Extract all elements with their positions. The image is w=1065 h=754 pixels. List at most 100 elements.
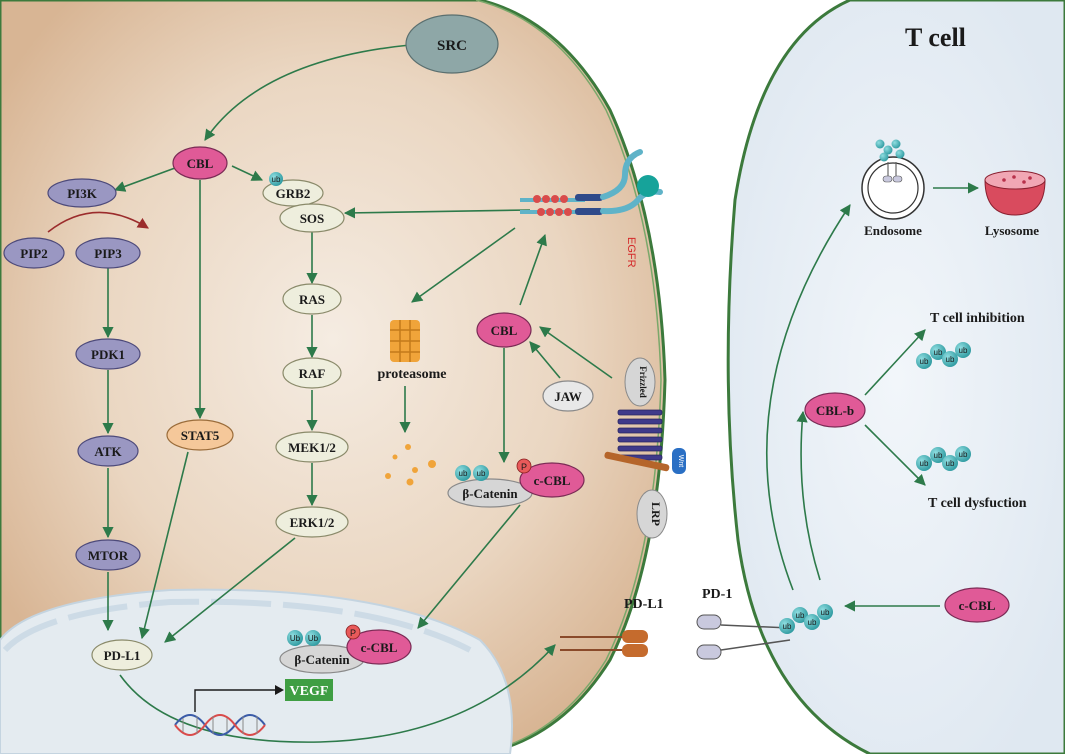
ub-dys-3: ub — [946, 459, 955, 468]
t-cell-title: T cell — [905, 23, 966, 52]
sos-node: SOS — [279, 203, 345, 233]
c-cbl-cyto-node: c-CBL — [519, 462, 585, 498]
t-cell-inhibition-label: T cell inhibition — [930, 311, 1025, 326]
arrow-src-cbl — [204, 44, 411, 141]
ub-nucleus-2: Ub — [305, 630, 321, 646]
ub-cyto-1-label: ub — [459, 469, 468, 478]
ub-pd1-2: ub — [796, 611, 805, 620]
phospho-cyto: P — [516, 458, 532, 474]
arrow-stat5-pdl1 — [138, 451, 189, 640]
arrow-cbl-pi3k — [113, 167, 176, 192]
pip2-node: PIP2 — [3, 237, 65, 269]
transcription-arrowhead — [275, 685, 284, 695]
mtor-node: MTOR — [75, 539, 141, 571]
sos-label: SOS — [300, 211, 325, 226]
egfr-receptor — [520, 149, 663, 216]
phospho-nucleus-label: P — [350, 628, 356, 638]
ub-inh-2: ub — [934, 348, 943, 357]
ras-label: RAS — [299, 292, 325, 307]
ub-cyto-2-label: ub — [477, 469, 486, 478]
lysosome-icon — [984, 170, 1046, 216]
arrow-cbl-grb2 — [231, 165, 264, 181]
pdk1-node: PDK1 — [75, 338, 141, 370]
ub-nucleus-1-label: Ub — [290, 634, 301, 643]
beta-catenin-cyto-node: β-Catenin — [447, 478, 533, 508]
erk-node: ERK1/2 — [275, 506, 349, 538]
ub-dys-2: ub — [934, 451, 943, 460]
egfr-label: EGFR — [625, 237, 637, 268]
ras-node: RAS — [282, 283, 342, 315]
beta-catenin-nucleus-label: β-Catenin — [294, 652, 350, 667]
wnt-label: Wnt — [677, 455, 684, 468]
ub-chain-inhibition: ub ub ub ub — [916, 342, 971, 369]
phospho-nucleus: P — [345, 624, 361, 640]
ub-dys-1: ub — [920, 459, 929, 468]
peptide-fragments — [385, 444, 436, 486]
arrow-pd1-endosome — [766, 204, 851, 591]
pd-l1-nucleus-label: PD-L1 — [104, 648, 141, 663]
cbl-top-node: CBL — [172, 146, 228, 180]
nuclear-envelope — [2, 598, 472, 653]
cbl-top-label: CBL — [187, 156, 214, 171]
ub-chain-pd1: ub ub ub ub — [779, 604, 833, 634]
proteasome-label: proteasome — [378, 367, 447, 382]
phospho-cyto-label: P — [521, 462, 527, 472]
raf-label: RAF — [299, 366, 326, 381]
dna-helix — [174, 714, 266, 736]
erk-label: ERK1/2 — [290, 515, 335, 530]
grb2-label: GRB2 — [276, 186, 311, 201]
ub-inh-4: ub — [959, 346, 968, 355]
arrow-pip2-pip3 — [47, 211, 149, 233]
lrp-node: LRP — [636, 489, 668, 539]
arrow-pd1-cblb — [796, 410, 821, 581]
pd-1-label: PD-1 — [702, 587, 732, 602]
ub-inh-3: ub — [946, 355, 955, 364]
ub-pd1-3: ub — [808, 618, 817, 627]
atk-node: ATK — [77, 435, 139, 467]
frizzled-receptor: Frizzled Wnt — [604, 357, 686, 474]
endosome-icon — [861, 139, 925, 220]
pip3-node: PIP3 — [75, 237, 141, 269]
arrow-cblb-dysfunction — [864, 424, 926, 486]
ub-cyto-2: ub — [473, 465, 489, 481]
ub-nucleus-2-label: Ub — [308, 634, 319, 643]
t-cell — [726, 0, 1065, 754]
c-cbl-cyto-label: c-CBL — [534, 473, 571, 488]
ub-dys-4: ub — [959, 450, 968, 459]
mek-node: MEK1/2 — [275, 431, 349, 463]
mek-label: MEK1/2 — [288, 440, 336, 455]
ub-nucleus-1: Ub — [287, 630, 303, 646]
proteasome-icon — [390, 320, 420, 362]
t-cell-dysfunction-label: T cell dysfuction — [928, 496, 1027, 511]
pd-1-receptor — [696, 614, 791, 660]
ub-grb2-label: ub — [272, 175, 281, 184]
pi3k-node: PI3K — [47, 178, 117, 208]
jaw-node: JAW — [542, 380, 594, 412]
transcription-arrow — [194, 689, 275, 712]
cbl-mid-label: CBL — [491, 323, 518, 338]
arrow-betacatenin-nucleus — [417, 504, 521, 629]
arrow-pdl1-membrane — [119, 644, 556, 743]
ub-inh-1: ub — [920, 357, 929, 366]
pd-l1-nucleus-node: PD-L1 — [91, 639, 153, 671]
pdk1-label: PDK1 — [91, 347, 125, 362]
ub-cyto-1: ub — [455, 465, 471, 481]
arrow-cblb-inhibition — [864, 329, 926, 396]
jaw-label: JAW — [554, 389, 581, 404]
lrp-label: LRP — [649, 502, 663, 526]
tumor-membrane-inner — [475, 0, 662, 754]
arrow-erk-pdl1 — [164, 537, 296, 643]
arrow-egfr-proteasome — [411, 227, 516, 303]
vegf-box: VEGF — [285, 679, 333, 701]
cbl-b-node: CBL-b — [804, 392, 866, 428]
stat5-label: STAT5 — [181, 428, 220, 443]
raf-node: RAF — [282, 357, 342, 389]
arrow-cbl-egfr — [519, 233, 547, 306]
ub-pd1-4: ub — [821, 608, 830, 617]
beta-catenin-nucleus-node: β-Catenin — [279, 644, 365, 674]
frizzled-label: Frizzled — [638, 366, 648, 397]
pi3k-label: PI3K — [67, 186, 98, 201]
stat5-node: STAT5 — [166, 419, 234, 451]
